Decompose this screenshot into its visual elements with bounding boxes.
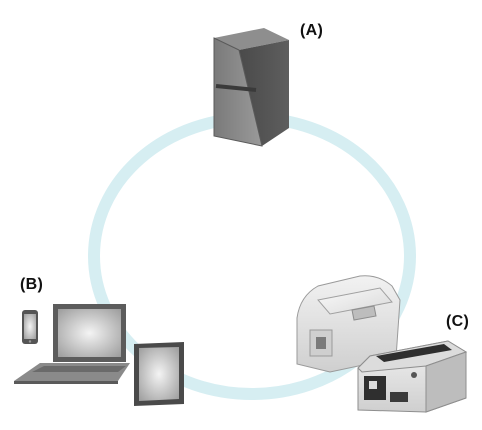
laptop-icon — [14, 304, 130, 384]
smartphone-icon — [22, 310, 38, 344]
node-label-b: (B) — [20, 276, 44, 293]
node-label-c: (C) — [446, 313, 470, 330]
server-tower-icon — [213, 28, 289, 147]
receipt-printer-front-icon — [357, 340, 468, 413]
node-label-a: (A) — [300, 22, 324, 39]
tablet-icon — [134, 342, 184, 406]
receipt-printers-icon — [296, 275, 468, 413]
receipt-printer-back-icon — [296, 275, 401, 373]
client-devices-icon — [14, 304, 184, 406]
